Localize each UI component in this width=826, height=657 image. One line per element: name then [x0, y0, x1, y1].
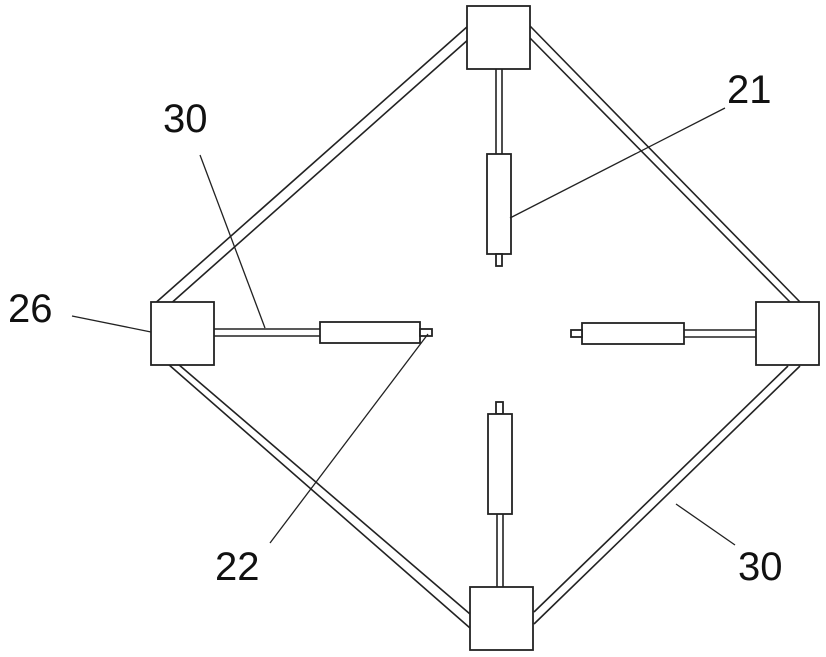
label-22: 22	[215, 545, 260, 589]
corner-block-bottom	[469, 586, 534, 651]
leader-lines	[71, 107, 736, 546]
corner-block-top	[466, 5, 531, 70]
actuator-left	[214, 321, 433, 344]
corner-block-left	[150, 301, 215, 366]
corner-block-right	[755, 301, 820, 366]
actuator-top	[486, 69, 512, 267]
label-30-top: 30	[163, 97, 208, 141]
label-21: 21	[727, 68, 772, 112]
actuator-right	[570, 322, 756, 345]
label-26: 26	[8, 287, 53, 331]
frame-rods	[151, 25, 801, 629]
actuator-bottom	[487, 401, 513, 587]
label-30-bottom: 30	[738, 545, 783, 589]
